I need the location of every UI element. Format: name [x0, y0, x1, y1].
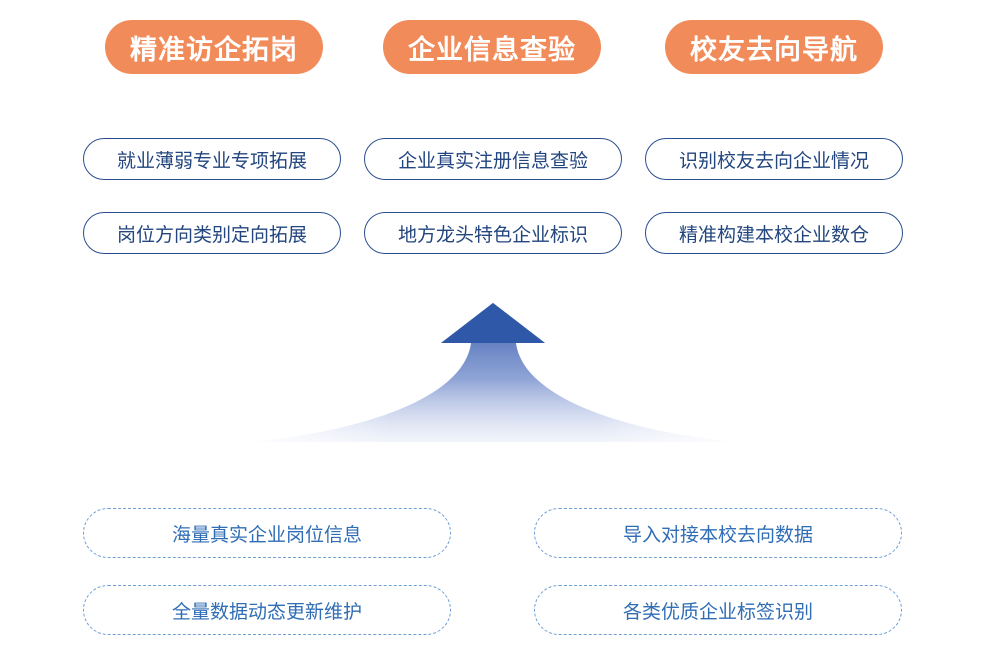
source-box-job-info: 海量真实企业岗位信息 [83, 508, 451, 558]
header-pill-verify: 企业信息查验 [383, 20, 601, 74]
item-box-weak-majors: 就业薄弱专业专项拓展 [83, 138, 341, 180]
source-box-import-data: 导入对接本校去向数据 [534, 508, 902, 558]
up-arrow-icon [240, 303, 747, 450]
source-box-dynamic-update: 全量数据动态更新维护 [83, 585, 451, 635]
item-box-local-leaders: 地方龙头特色企业标识 [364, 212, 622, 254]
header-pill-alumni: 校友去向导航 [665, 20, 883, 74]
item-box-company-warehouse: 精准构建本校企业数仓 [645, 212, 903, 254]
item-box-position-direction: 岗位方向类别定向拓展 [83, 212, 341, 254]
item-box-registration-check: 企业真实注册信息查验 [364, 138, 622, 180]
item-box-alumni-companies: 识别校友去向企业情况 [645, 138, 903, 180]
source-box-company-tags: 各类优质企业标签识别 [534, 585, 902, 635]
header-pill-visit: 精准访企拓岗 [105, 20, 323, 74]
